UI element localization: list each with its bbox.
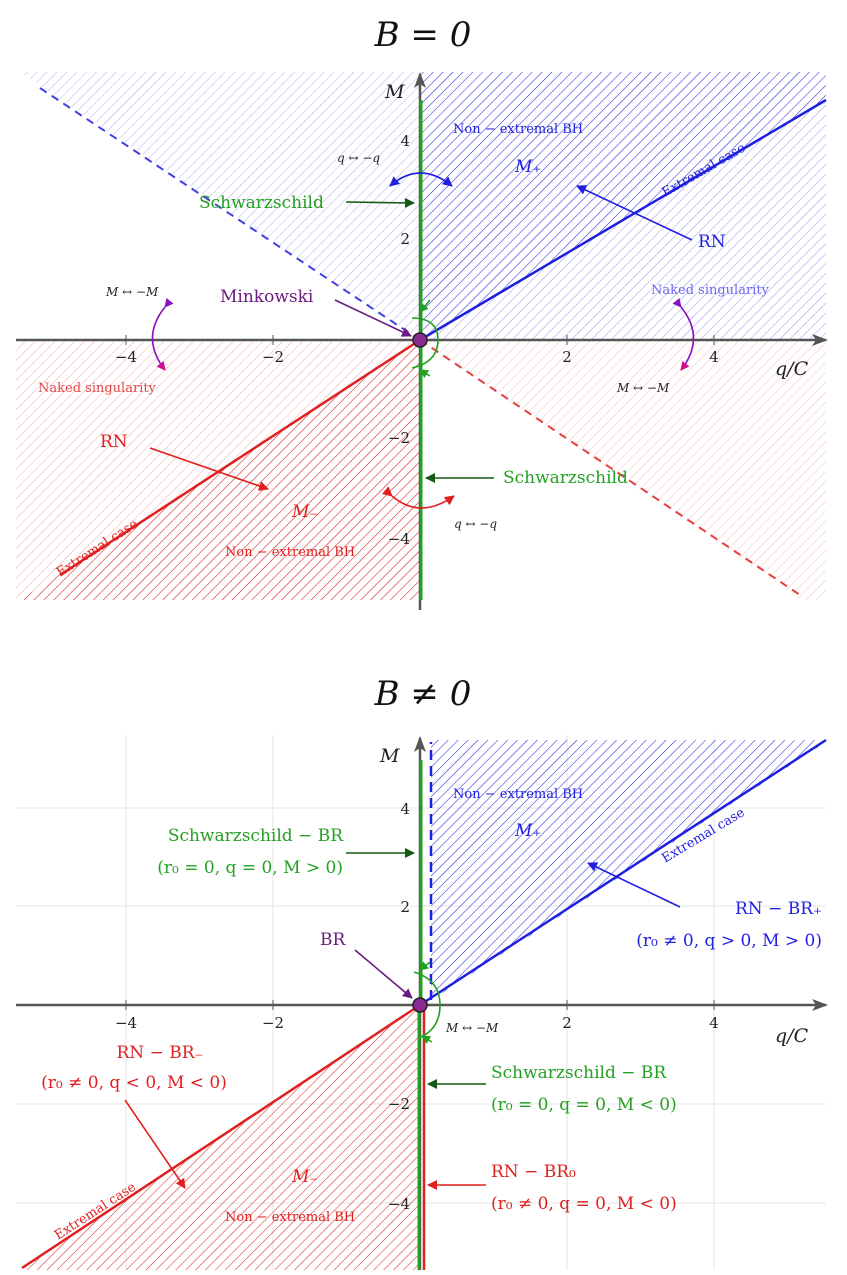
top-origin-point	[412, 332, 428, 348]
bottom-y-tick-label: 2	[400, 898, 410, 916]
bottom-x-tick-label: 2	[562, 1014, 572, 1032]
top-m-minus-label: M₋	[291, 502, 318, 522]
bottom-x-ticks	[125, 1000, 715, 1010]
top-y-tick-label: −2	[388, 429, 410, 447]
bottom-rn-br-plus-label: RN − BR₊	[735, 899, 822, 919]
top-upper-left-region	[20, 72, 420, 340]
bottom-origin-swap-arrowhead-down	[421, 1035, 433, 1044]
bottom-rn-br-minus-label: RN − BR₋	[117, 1043, 204, 1063]
top-naked-left-label: Naked singularity	[38, 381, 157, 396]
top-m-swap-left-arrow	[151, 297, 174, 371]
bottom-y-tick-label: −4	[388, 1195, 410, 1213]
bottom-rn-br-zero-cond: (r₀ ≠ 0, q = 0, M < 0)	[491, 1194, 677, 1214]
top-nonextremal-bottom-label: Non − extremal BH	[225, 545, 355, 560]
top-m-plus-label: M₊	[514, 157, 541, 177]
bottom-br-label: BR	[320, 930, 346, 950]
top-dashed-line-blue	[39, 87, 421, 341]
bottom-x-tick-label: 4	[709, 1014, 719, 1032]
top-y-axis-label: M	[384, 81, 405, 103]
top-x-tick-label: −2	[262, 348, 284, 366]
bottom-extremal-line-red	[21, 1003, 421, 1270]
top-m-plus-region	[420, 72, 826, 340]
top-x-tick-label: −4	[115, 348, 137, 366]
top-x-tick-label: 4	[709, 348, 719, 366]
top-y-tick-label: 2	[400, 230, 410, 248]
top-rn-bottom-label: RN	[100, 432, 128, 452]
bottom-x-tick-label: −2	[262, 1014, 284, 1032]
bottom-schw-br-bottom-label: Schwarzschild − BR	[491, 1063, 667, 1083]
top-q-swap-label: q ↔ −q	[337, 151, 380, 165]
top-origin-swap-arc	[411, 317, 439, 369]
top-q-swap-bottom-arrow	[381, 486, 455, 509]
top-origin-swap-arrowhead-down	[419, 369, 431, 378]
bottom-m-minus-label: M₋	[291, 1167, 318, 1187]
bottom-schw-br-bottom-cond: (r₀ = 0, q = 0, M < 0)	[491, 1095, 677, 1115]
bottom-x-axis-label: q/C	[775, 1025, 809, 1047]
top-rn-arrow	[576, 185, 693, 241]
top-extremal-line-blue	[419, 98, 827, 342]
top-rn-bottom-arrow	[149, 447, 269, 491]
bottom-nonextremal-bottom-label: Non − extremal BH	[225, 1210, 355, 1225]
bottom-rn-br-zero-label: RN − BR₀	[491, 1162, 576, 1182]
top-extremal-line-red	[59, 338, 421, 577]
bottom-y-tick-label: 4	[400, 800, 410, 818]
bottom-rn-br-minus-cond: (r₀ ≠ 0, q < 0, M < 0)	[41, 1073, 227, 1093]
bottom-rn-br-plus-arrow	[587, 862, 681, 908]
top-y-tick-label: 4	[400, 132, 410, 150]
bottom-schw-br-top-label: Schwarzschild − BR	[168, 826, 344, 846]
top-origin-swap-arrowhead-up	[419, 299, 431, 313]
top-lower-right-region	[420, 340, 826, 600]
bottom-nonextremal-label: Non − extremal BH	[453, 787, 583, 802]
bottom-x-tick-label: −4	[115, 1014, 137, 1032]
top-rn-label: RN	[698, 232, 726, 252]
top-y-tick-label: −4	[388, 530, 410, 548]
bottom-origin-swap-arc	[413, 971, 441, 1039]
top-x-tick-label: 2	[562, 348, 572, 366]
top-x-ticks	[125, 335, 715, 345]
bottom-y-tick-label: −2	[388, 1095, 410, 1113]
top-naked-right-label: Naked singularity	[651, 283, 770, 298]
bottom-br-arrow	[354, 949, 413, 999]
top-schwarzschild-label: Schwarzschild	[199, 193, 324, 213]
bottom-m-swap-label: M ↔ −M	[445, 1021, 499, 1035]
top-m-swap-right-arrow	[672, 297, 695, 371]
top-m-swap-left-label: M ↔ −M	[105, 285, 159, 299]
bottom-rn-br-plus-cond: (r₀ ≠ 0, q > 0, M > 0)	[636, 931, 822, 951]
top-nonextremal-label: Non − extremal BH	[453, 122, 583, 137]
top-panel-title: B = 0	[374, 15, 472, 55]
bottom-rn-br-minus-arrow	[124, 1099, 186, 1189]
bottom-origin-point	[412, 997, 428, 1013]
top-m-swap-right-label: M ↔ −M	[616, 381, 670, 395]
top-q-swap-bottom-label: q ↔ −q	[454, 517, 497, 531]
top-dashed-line-red	[419, 339, 801, 596]
top-minkowski-arrow	[334, 299, 412, 337]
top-schwarzschild-bottom-label: Schwarzschild	[503, 468, 628, 488]
top-x-axis-label: q/C	[775, 358, 809, 380]
bottom-origin-swap-arrowhead-up	[419, 961, 431, 971]
bottom-panel-title: B ≠ 0	[374, 674, 472, 714]
bottom-y-axis-label: M	[379, 745, 400, 767]
top-minkowski-label: Minkowski	[220, 287, 314, 307]
bottom-schw-br-top-cond: (r₀ = 0, q = 0, M > 0)	[157, 858, 343, 878]
bottom-extremal-line-blue	[419, 738, 827, 1007]
bottom-m-plus-label: M₊	[514, 821, 541, 841]
top-schwarzschild-arrow	[345, 197, 415, 208]
